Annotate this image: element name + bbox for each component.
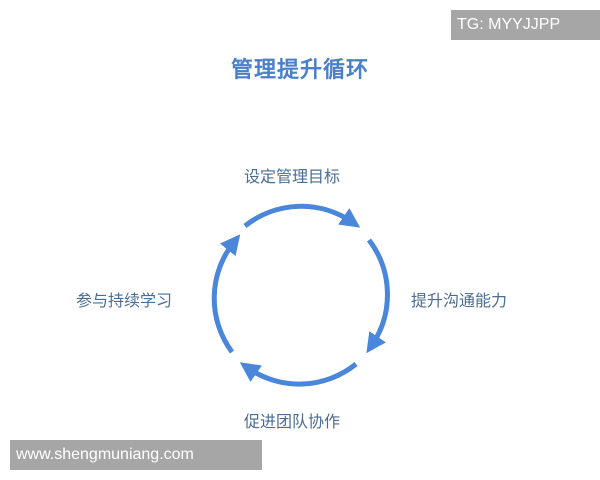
diagram-title: 管理提升循环 xyxy=(230,58,369,83)
arrow-right-icon xyxy=(366,238,390,354)
arrow-bottom-icon xyxy=(239,362,358,387)
arrow-left-icon xyxy=(211,234,241,354)
step-label-right: 提升沟通能力 xyxy=(411,291,508,310)
watermark-top-right: TG: MYYJJPP xyxy=(451,10,600,40)
step-label-top: 设定管理目标 xyxy=(244,167,341,186)
arrow-top-icon xyxy=(243,203,361,228)
watermark-bottom-left: www.shengmuniang.com xyxy=(10,440,262,470)
step-label-bottom: 促进团队协作 xyxy=(244,412,341,431)
step-label-left: 参与持续学习 xyxy=(76,291,173,310)
